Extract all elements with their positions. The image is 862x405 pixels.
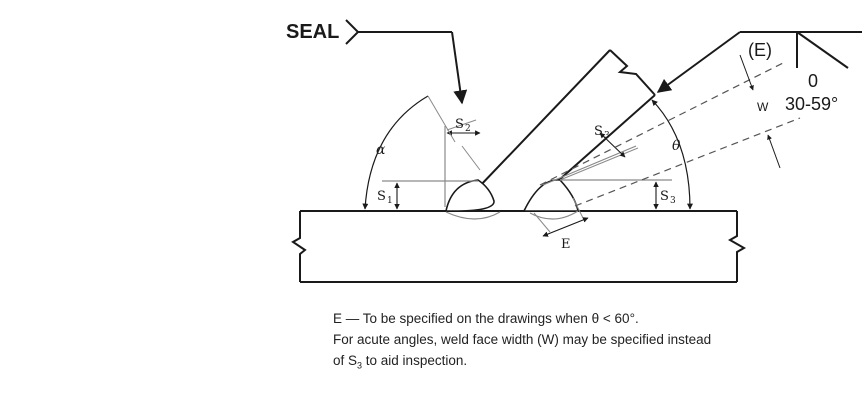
note-line-3-prefix: of S	[333, 353, 358, 368]
note-line-3-suffix: to aid inspection.	[362, 353, 468, 368]
s3-lower-subscript: 3	[670, 196, 676, 206]
e-dimension: E	[533, 197, 589, 252]
diagram-notes: E — To be specified on the drawings when…	[333, 308, 813, 377]
seal-label: SEAL	[286, 21, 339, 43]
s1-subscript: 1	[387, 196, 393, 206]
fillet-weld-symbol: (E) 0 30-59°	[656, 31, 862, 114]
s3-upper-subscript: 3	[604, 131, 610, 141]
obtuse-side-fillet-weld	[522, 179, 579, 212]
weld-face-width-extension: W	[539, 54, 801, 207]
s2-subscript: 2	[465, 124, 471, 134]
theta-label: θ	[672, 138, 681, 154]
note-line-3-subscript: 3	[357, 360, 363, 371]
note-line-3: of S3 to aid inspection.	[333, 350, 813, 377]
theta-angle-dimension: θ	[651, 99, 693, 210]
alpha-angle-dimension: α	[362, 95, 456, 210]
seal-weld-symbol: SEAL	[286, 19, 468, 105]
note-line-1: E — To be specified on the drawings when…	[333, 311, 639, 326]
base-plate	[291, 210, 747, 283]
groove-angle-label: 30-59°	[785, 94, 838, 114]
root-opening-label: 0	[808, 71, 818, 91]
e-label: E	[561, 237, 571, 252]
s2-dimension: S 2	[444, 117, 481, 207]
acute-side-fillet-weld	[445, 179, 495, 212]
s3-lower-label: S	[660, 189, 669, 204]
alpha-label: α	[376, 142, 386, 158]
note-line-2: For acute angles, weld face width (W) ma…	[333, 332, 712, 347]
weld-face-profile	[445, 210, 579, 220]
s1-label: S	[377, 189, 386, 204]
s3-upper-dimension: S 3	[542, 124, 639, 186]
s1-dimension: S 1	[377, 180, 478, 210]
effective-throat-label: (E)	[748, 40, 772, 60]
w-label: W	[757, 100, 769, 114]
s2-label: S	[455, 117, 464, 132]
s3-upper-label: S	[594, 124, 603, 139]
